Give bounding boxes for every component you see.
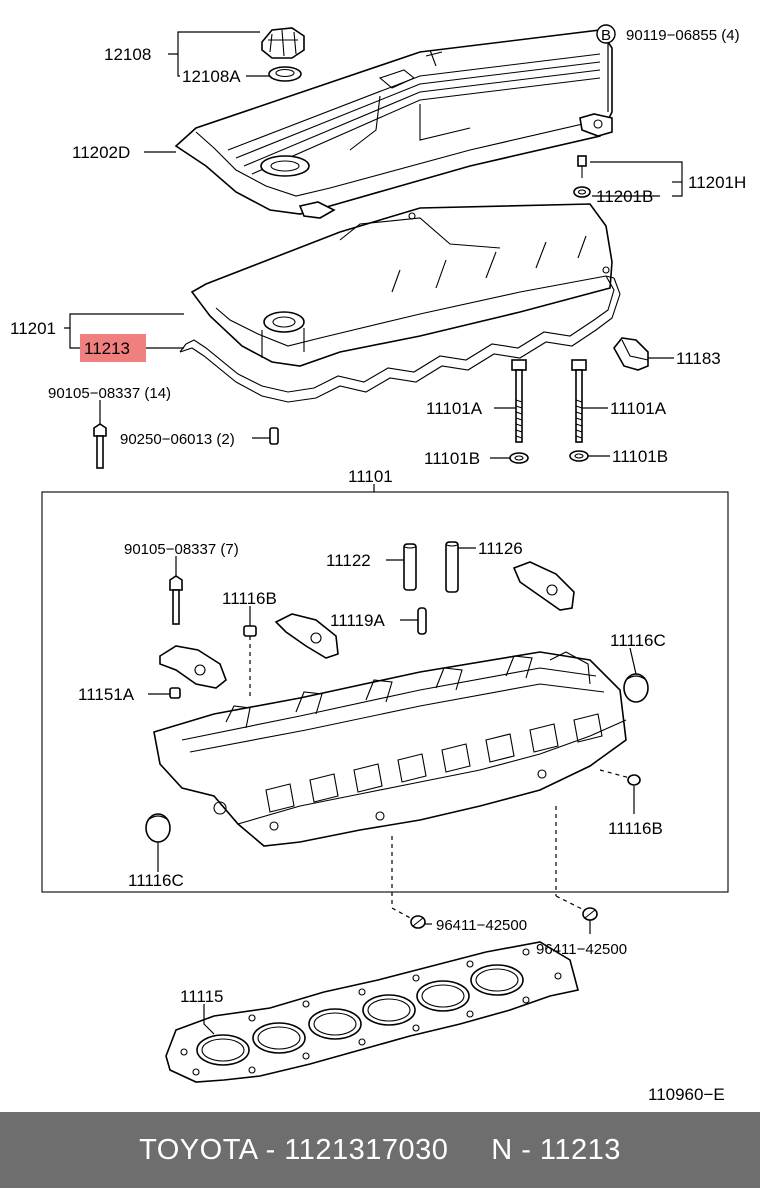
label-11183: 11183 xyxy=(676,349,721,368)
label-12108: 12108 xyxy=(104,45,151,64)
plug-96411-right xyxy=(582,907,598,921)
bolt-90105-top xyxy=(93,423,107,469)
label-90119-06855: 90119−06855 (4) xyxy=(626,27,740,44)
label-11101a-left: 11101A xyxy=(426,399,483,418)
b-marker-circle xyxy=(596,24,616,44)
label-90105-08337-inner: 90105−08337 (7) xyxy=(124,541,239,558)
cylinder-head xyxy=(153,651,627,847)
head-bolt-left xyxy=(511,359,527,443)
label-b-marker: B xyxy=(601,27,611,44)
plug-11116c-left xyxy=(145,813,171,843)
label-11116c-right: 11116C xyxy=(610,631,666,650)
label-12108a: 12108A xyxy=(182,67,241,86)
label-diagram-ref: 110960−E xyxy=(648,1085,725,1104)
plug-11116b-top xyxy=(243,625,257,637)
label-11119a: 11119A xyxy=(330,611,385,630)
ring-11151a xyxy=(169,687,181,699)
label-11115: 11115 xyxy=(180,987,224,1006)
valve-guide-11122 xyxy=(403,543,417,591)
label-11116c-left: 11116C xyxy=(128,871,184,890)
label-11151a: 11151A xyxy=(78,685,135,704)
label-96411-42500-left: 96411−42500 xyxy=(436,917,527,934)
seal-plug-11183 xyxy=(613,337,649,371)
label-11201h: 11201H xyxy=(688,173,746,192)
label-11126: 11126 xyxy=(478,539,523,558)
parts-diagram: 12108 12108A 11202D B 90119−06855 (4) 11… xyxy=(10,24,747,1104)
plug-11116b-right xyxy=(627,774,641,786)
label-11101a-right: 11101A xyxy=(610,399,667,418)
cylinder-head-cover xyxy=(174,29,613,219)
washer-11201b xyxy=(573,186,591,198)
stud-90250 xyxy=(269,427,279,445)
label-90105-08337-top: 90105−08337 (14) xyxy=(48,385,171,402)
bolt-90105-inner xyxy=(169,575,183,625)
footer-text: TOYOTA - 1121317030 N - 11213 xyxy=(139,1133,621,1166)
valve-guide-11126 xyxy=(445,541,459,593)
bolt-11201h xyxy=(577,155,587,178)
lower-cover-11201 xyxy=(190,203,613,367)
label-11202d: 11202D xyxy=(72,143,130,162)
camshaft-bearing-cap-left xyxy=(159,645,227,689)
head-bolt-right xyxy=(571,359,587,443)
head-bolt-washer-right xyxy=(569,450,589,462)
label-11116b-top: 11116B xyxy=(222,589,277,608)
label-11116b-right: 11116B xyxy=(608,819,663,838)
cylinder-head-gasket xyxy=(165,941,579,1083)
label-11201b: 11201B xyxy=(596,187,653,206)
pin-11119a xyxy=(417,607,427,635)
label-11101: 11101 xyxy=(348,467,393,486)
oil-filler-cap xyxy=(261,27,305,59)
oil-filler-cap-gasket xyxy=(268,66,302,82)
plug-96411-left xyxy=(410,915,426,929)
label-11101b-right: 11101B xyxy=(612,447,668,466)
label-11213: 11213 xyxy=(84,339,130,358)
part-number-footer: TOYOTA - 1121317030 N - 11213 xyxy=(0,1112,760,1188)
label-90250-06013: 90250−06013 (2) xyxy=(120,431,235,448)
label-11122: 11122 xyxy=(326,551,371,570)
label-96411-42500-right: 96411−42500 xyxy=(536,941,627,958)
camshaft-bearing-cap-middle xyxy=(274,613,339,659)
label-11201: 11201 xyxy=(10,319,56,338)
cylinder-head-assembly-frame xyxy=(41,491,729,893)
head-bolt-washer-left xyxy=(509,452,529,464)
plug-11116c-right xyxy=(623,673,649,703)
part-highlight xyxy=(80,334,146,362)
camshaft-bearing-cap-right xyxy=(512,561,575,611)
label-11101b-left: 11101B xyxy=(424,449,480,468)
